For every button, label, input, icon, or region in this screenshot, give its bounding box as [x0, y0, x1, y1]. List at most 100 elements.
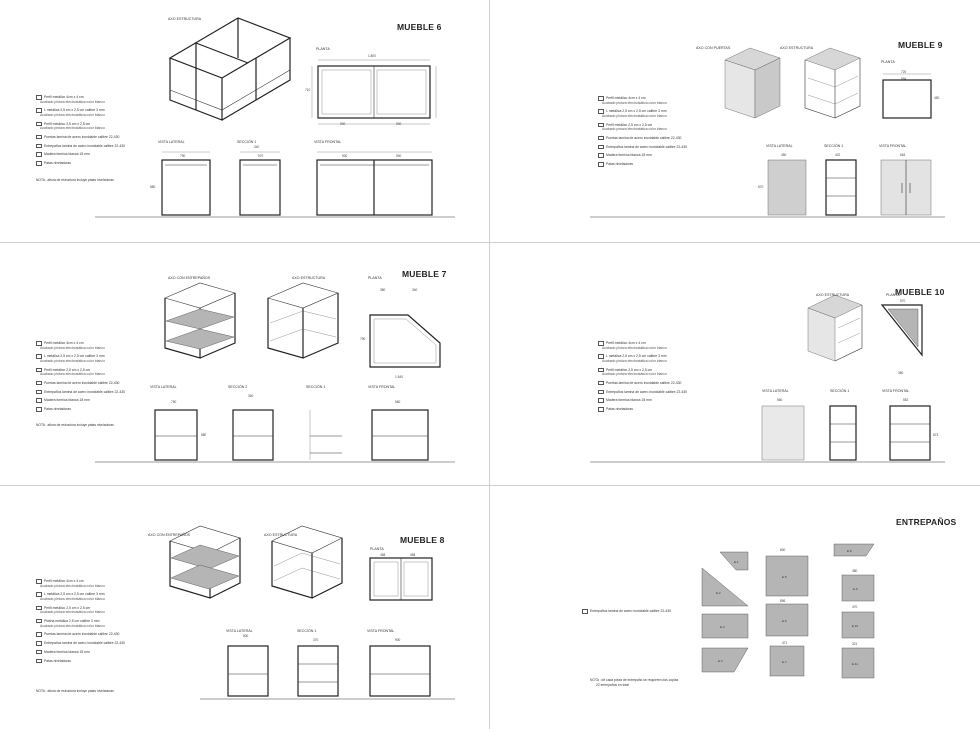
entrepanos-drawing: E.1 E.2 E.3 E.4 E.5 E.6 E.7 E.8 E.9 E.10…	[701, 543, 875, 679]
legend-item: Entrepaños lamina de acero inoxidable ca…	[582, 609, 671, 614]
axo-structure-6	[168, 17, 292, 121]
label-section: SECCIÓN 1	[830, 389, 850, 393]
mueble-8-drawing	[169, 525, 455, 700]
piece-e8	[833, 543, 875, 557]
dim-e5-width: 800	[780, 548, 786, 552]
sheet-title: ENTREPAÑOS	[896, 517, 957, 527]
legend-item: Puertas lamina de acero inoxidable calib…	[36, 134, 125, 140]
front-view-8	[369, 645, 431, 697]
dim-section-b: 570	[258, 154, 264, 158]
label-section: SECCIÓN 1	[824, 144, 844, 148]
piece-e4	[701, 647, 749, 673]
label-plan: PLANTA	[886, 293, 900, 297]
note-line-2: 22 entrepaños en total	[596, 683, 629, 687]
label-e11: E.11	[852, 662, 858, 666]
note: NOTA : altura de estructura incluye pata…	[36, 178, 114, 182]
label-e2: E.2	[716, 591, 721, 595]
piece-e2	[701, 567, 749, 607]
label-plan: PLANTA	[368, 276, 382, 280]
label-e10: E.10	[852, 624, 859, 628]
side-view-7	[154, 409, 198, 461]
piece-e3	[701, 613, 749, 639]
section-view-9	[825, 159, 857, 216]
dim-plan-height: 790	[360, 337, 366, 341]
label-e9: E.9	[853, 587, 858, 591]
label-axo-structure: AXO ESTRUCTURA	[780, 46, 814, 50]
dim-plan-a: 458	[380, 553, 386, 557]
dim-plan-height: 710	[305, 88, 311, 92]
dim-side-width: 790	[180, 154, 186, 158]
legend-item: Puertas lamina de acero inoxidable calib…	[36, 380, 125, 386]
dim-front-a: 900	[342, 154, 348, 158]
dim-plan-a: 380	[380, 288, 386, 292]
axo-structure-7	[267, 282, 339, 359]
legend-item: Patas niveladoras	[36, 658, 125, 664]
label-side: VISTA LATERAL	[762, 389, 789, 393]
dim-plan-a: 900	[340, 122, 346, 126]
dim-front-width: 664	[900, 153, 906, 157]
label-side: VISTA LATERAL	[150, 385, 177, 389]
label-e5: E.5	[782, 575, 787, 579]
label-front: VISTA FRONTAL	[882, 389, 910, 393]
sheet-mueble-6: MUEBLE 6 AXO ESTRUCTURA PLANTA VISTA LAT…	[0, 0, 490, 243]
dim-plan-width: 1.540	[395, 375, 403, 379]
label-axo-shelves: AXO CON ENTREPAÑOS	[168, 276, 211, 280]
dim-plan-b: 340	[412, 288, 418, 292]
dim-plan-b: 900	[396, 122, 402, 126]
side-view-6	[161, 151, 211, 216]
axo-shelves-7	[164, 282, 236, 359]
legend-item: Madera formica blanca 18 mm	[598, 153, 687, 158]
legend-item: Madera formica blanca 18 mm	[36, 152, 125, 157]
dim-plan-width: 570	[900, 299, 906, 303]
label-plan: PLANTA	[316, 47, 330, 51]
piece-labels: E.1 E.2 E.3 E.4 E.5 E.6 E.7 E.8 E.9 E.10…	[716, 549, 859, 666]
front-view-6	[316, 151, 433, 216]
front-view-10	[889, 405, 931, 461]
sheet-entrepanos: E.1 E.2 E.3 E.4 E.5 E.6 E.7 E.8 E.9 E.10…	[490, 486, 980, 729]
note: NOTA : altura de estructura incluye pata…	[36, 423, 114, 427]
dim-height: 873	[933, 433, 939, 437]
label-e6: E.6	[782, 619, 787, 623]
sheet-title: MUEBLE 10	[895, 287, 945, 297]
axo-shelves-8	[169, 525, 241, 599]
dim-section-width: 422	[835, 153, 841, 157]
dim-side-width: 450	[781, 153, 787, 157]
sheet-mueble-10: MUEBLE 10 AXO ESTRUCTURA PLANTA VISTA LA…	[490, 243, 980, 486]
legend-item: Madera formica blanca 18 mm	[36, 398, 125, 403]
plan-outline-9	[882, 79, 932, 119]
legend-item: Puertas lamina de acero inoxidable calib…	[598, 135, 687, 141]
label-plan: PLANTA	[881, 60, 895, 64]
dim-front-width: 560	[395, 400, 401, 404]
section-view-8	[297, 645, 339, 697]
dim-e7-width: 471	[782, 641, 788, 645]
legend-item: Patas niveladoras	[598, 407, 687, 412]
label-axo-shelves: AXO CON ENTREPAÑOS	[148, 533, 191, 537]
legend-item: Entrepaños lamina de acero inoxidable ca…	[36, 389, 125, 395]
piece-e9	[841, 574, 875, 602]
side-view-9	[767, 159, 807, 216]
dim-side-width: 790	[171, 400, 177, 404]
label-front: VISTA FRONTAL	[368, 385, 396, 389]
note: NOTA : altura de estructura incluye pata…	[36, 689, 114, 693]
label-section-1: SECCIÓN 1	[306, 385, 326, 389]
label-section: SECCIÓN 1	[297, 629, 317, 633]
side-view-10	[761, 405, 805, 461]
axo-structure-8	[271, 525, 343, 599]
axo-structure-10	[807, 294, 863, 362]
label-axo-doors: AXO CON PUERTAS	[696, 46, 731, 50]
dim-side-width: 560	[777, 398, 783, 402]
piece-e6	[765, 603, 809, 637]
label-section: SECCIÓN 1	[237, 140, 257, 144]
dim-plan-width: 720	[901, 70, 907, 74]
legend-item: Patas niveladoras	[36, 161, 125, 166]
